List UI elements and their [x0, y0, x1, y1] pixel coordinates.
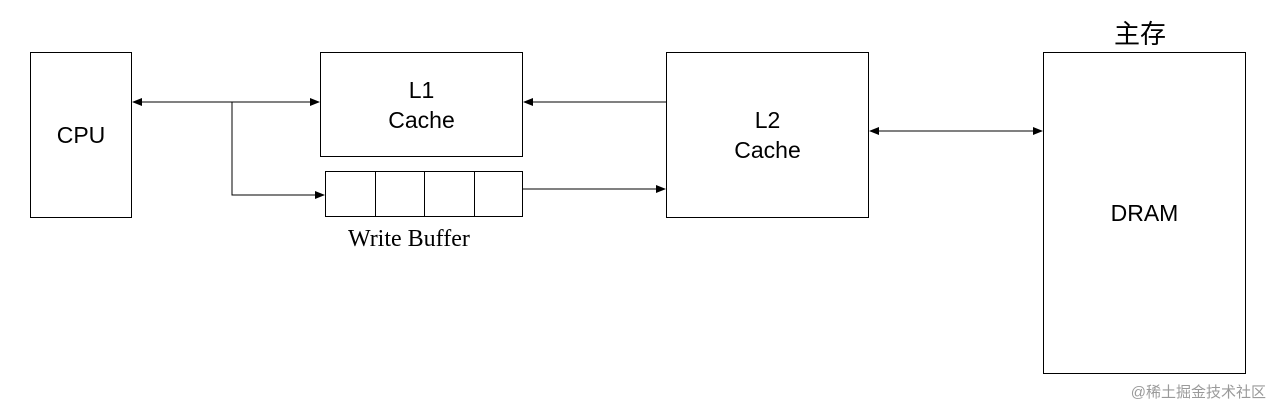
l2-cache-box: L2 Cache [666, 52, 869, 218]
write-buffer-cell [326, 172, 376, 216]
watermark-text: @稀土掘金技术社区 [1130, 384, 1266, 401]
l2-cache-label: L2 Cache [734, 107, 801, 163]
l1-cache-box: L1 Cache [320, 52, 523, 157]
dram-label: DRAM [1110, 200, 1179, 226]
write-buffer-cell [425, 172, 475, 216]
main-memory-caption: 主存 [1114, 20, 1167, 49]
write-buffer-box [325, 171, 523, 217]
cpu-box: CPU [30, 52, 132, 218]
l1-cache-label: L1 Cache [388, 76, 455, 133]
dram-box: DRAM [1043, 52, 1246, 374]
write-buffer-cell [376, 172, 425, 216]
edge-cpu-write-buffer [231, 102, 325, 199]
cpu-label: CPU [56, 122, 106, 148]
write-buffer-label: Write Buffer [348, 226, 470, 252]
